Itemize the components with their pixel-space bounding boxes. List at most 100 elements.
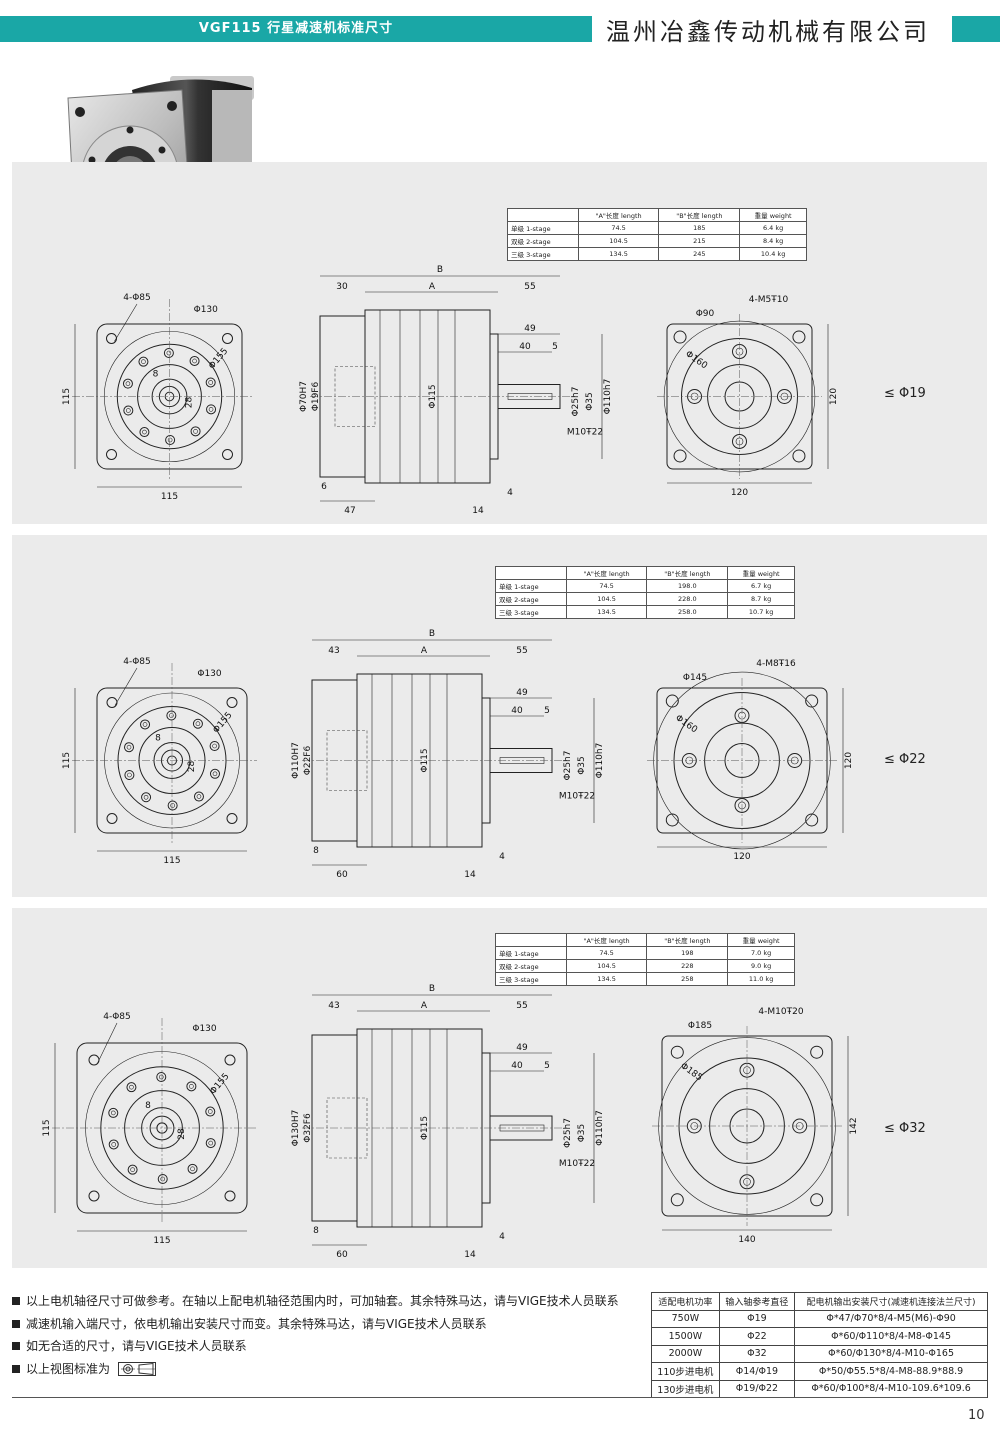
- bolt-hole: [156, 1072, 167, 1083]
- bolt-hole: [140, 719, 151, 730]
- bolt-hole: [193, 791, 204, 802]
- corner-hole: [224, 1190, 236, 1202]
- dim-out-len: 55: [524, 282, 535, 292]
- page-number: 10: [968, 1408, 985, 1423]
- corner-hole: [106, 697, 118, 708]
- bolt-hole: [209, 740, 220, 751]
- bolt-hole: [189, 355, 200, 366]
- bolt-hole: [209, 768, 220, 779]
- dim-thread: M10Ŧ22: [559, 792, 595, 802]
- bolt-hole: [127, 1164, 138, 1175]
- corner-hole: [673, 330, 687, 344]
- corner-hole: [810, 1045, 824, 1059]
- bolt-hole-inner: [125, 381, 131, 386]
- leader-line: [114, 667, 138, 706]
- bolt-hole: [124, 770, 135, 781]
- corner-hole: [670, 1045, 684, 1059]
- header-title-bar: VGF115 行星减速机标准尺寸: [0, 16, 592, 42]
- dim-shaft: Φ25h7: [563, 751, 573, 781]
- dim-l40: 40: [511, 706, 523, 716]
- dim-bore2: Φ19F6: [311, 382, 321, 412]
- bolt-hole-inner: [189, 1084, 194, 1089]
- corner-hole: [226, 813, 238, 824]
- dim-base: 8: [313, 846, 319, 856]
- dim-square: 115: [161, 492, 178, 502]
- dim-b: B: [429, 629, 435, 639]
- bolt-hole: [122, 378, 133, 389]
- dim-l5: 5: [552, 342, 558, 352]
- bolt-hole-inner: [190, 1166, 195, 1172]
- dim-pilot: Φ110h7: [595, 743, 605, 779]
- corner-hole: [810, 1193, 824, 1207]
- bolt-hole: [187, 1163, 198, 1174]
- dim-pcd: Φ130: [194, 305, 219, 315]
- dim-tap: 4-M8Ŧ16: [756, 659, 796, 669]
- bolt-hole-inner: [170, 803, 175, 808]
- dim-out-len: 55: [516, 646, 527, 656]
- dim-out-len: 55: [516, 1001, 527, 1011]
- dim-flange: 60: [336, 870, 348, 880]
- dim-height: 115: [42, 1119, 52, 1136]
- dim-pilot: Φ110h7: [595, 1110, 605, 1146]
- bolt-hole-inner: [212, 743, 217, 749]
- dim-r: Φ155: [207, 346, 230, 371]
- dim-shaft2: Φ35: [577, 1124, 587, 1143]
- dim-shaft: Φ25h7: [571, 387, 581, 417]
- dim-holes: 4-Φ85: [123, 293, 151, 303]
- dim-a: A: [429, 282, 436, 292]
- corner-hole: [224, 1054, 236, 1066]
- corner-hole: [88, 1054, 100, 1066]
- dim-r-width: 120: [731, 488, 748, 498]
- tap-hole: [776, 389, 792, 404]
- dim-b: B: [437, 265, 443, 275]
- bolt-hole-inner: [212, 771, 218, 777]
- bolt-hole: [108, 1107, 119, 1118]
- dim-holes: 4-Φ85: [123, 657, 151, 667]
- dim-l49: 49: [516, 688, 528, 698]
- bolt-hole-inner: [160, 1176, 166, 1182]
- dim-r-height: 120: [829, 388, 839, 405]
- corner-hole: [792, 449, 806, 463]
- dim-bore: Φ70H7: [299, 381, 309, 412]
- tap-hole: [734, 797, 750, 813]
- bore-hidden: [334, 366, 376, 427]
- bolt-hole: [126, 1082, 137, 1093]
- dim-base: 8: [313, 1226, 319, 1236]
- dim-square: 115: [153, 1236, 170, 1246]
- bolt-hole-inner: [127, 772, 132, 778]
- dim-bore: Φ110H7: [291, 742, 301, 779]
- dim-body: Φ115: [420, 748, 430, 772]
- bolt-hole-inner: [166, 350, 172, 356]
- bolt-hole: [124, 742, 135, 753]
- shaft-size-label-3: ≤ Φ32: [884, 1121, 926, 1136]
- bolt-hole: [138, 356, 149, 367]
- dim-l40: 40: [511, 1061, 523, 1071]
- bolt-hole: [186, 1081, 197, 1092]
- dim-out-pcd: Φ160: [683, 349, 709, 371]
- dim-a: A: [421, 646, 428, 656]
- bolt-hole: [192, 718, 203, 729]
- dim-in-pcd: Φ145: [683, 673, 707, 683]
- bolt-hole-inner: [130, 1167, 135, 1172]
- dim-r-width: 140: [738, 1235, 755, 1245]
- dim-in-len: 43: [328, 646, 339, 656]
- corner-hole: [805, 694, 819, 708]
- corner-hole: [106, 333, 117, 344]
- dim-shaft2: Φ35: [577, 756, 587, 775]
- bolt-hole-inner: [208, 1140, 214, 1146]
- bolt-hole-inner: [110, 1110, 116, 1116]
- dim-a: A: [421, 1001, 428, 1011]
- bolt-hole-inner: [111, 1142, 117, 1147]
- bolt-hole-inner: [195, 721, 201, 727]
- dim-height: 115: [62, 752, 72, 769]
- dim-shaft-h: 28: [177, 1128, 187, 1140]
